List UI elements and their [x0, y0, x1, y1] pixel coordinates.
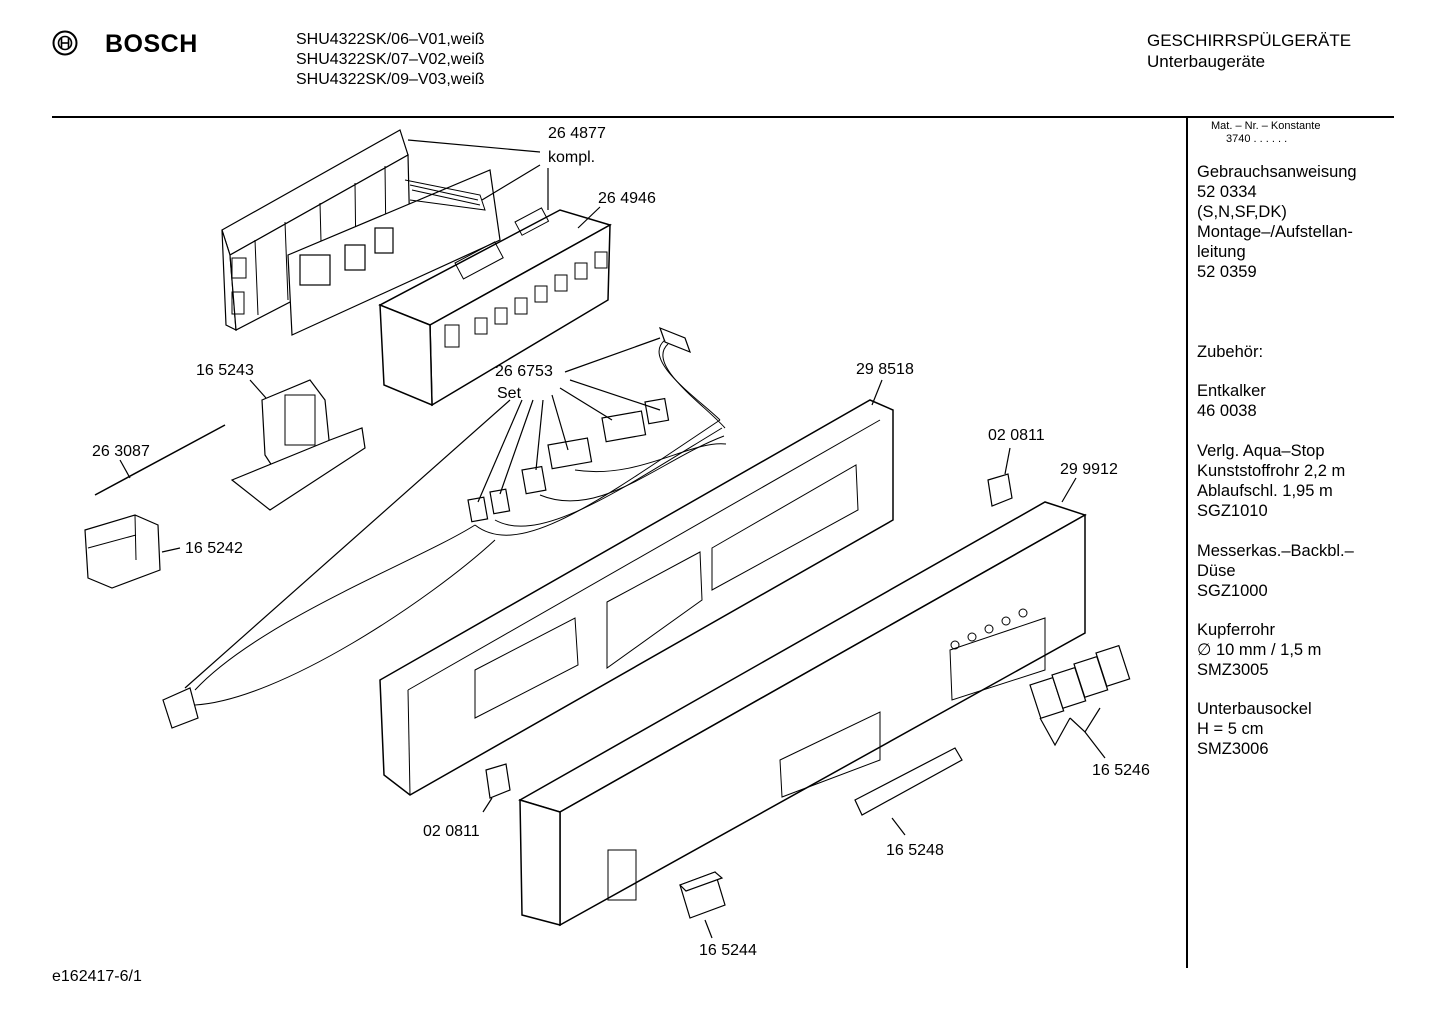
part-label-264877: 26 4877: [548, 125, 606, 142]
circuit-board: [287, 169, 501, 336]
category-title: GESCHIRRSPÜLGERÄTE: [1147, 31, 1352, 50]
relay-part: [84, 514, 161, 589]
constant-value: 3740 . . . . . .: [1226, 133, 1288, 145]
control-unit: [378, 207, 612, 407]
sidebar-block-accessories: Zubehör:: [1197, 342, 1392, 362]
part-label-266753-sub: Set: [497, 385, 522, 402]
part-label-263087: 26 3087: [92, 443, 150, 460]
inner-panel: [379, 399, 894, 796]
rod-part: [94, 424, 226, 496]
model-list: SHU4322SK/06–V01,weiß SHU4322SK/07–V02,w…: [296, 30, 485, 90]
knob-part: [678, 871, 726, 919]
sidebar-line: leitung: [1197, 243, 1246, 261]
sidebar-line: (S,N,SF,DK): [1197, 203, 1287, 221]
part-label-165242: 16 5242: [185, 540, 243, 557]
sidebar-line: 52 0359: [1197, 263, 1257, 281]
sidebar-line: Ablaufschl. 1,95 m: [1197, 482, 1333, 500]
brand-name: BOSCH: [105, 30, 198, 58]
sidebar-line: Kupferrohr: [1197, 621, 1275, 639]
sidebar-line: 46 0038: [1197, 402, 1257, 420]
part-label-264877-sub: kompl.: [548, 149, 595, 166]
sidebar-line: Gebrauchsanweisung: [1197, 163, 1357, 181]
sidebar-line: SMZ3006: [1197, 740, 1269, 758]
model-line: SHU4322SK/09–V03,weiß: [296, 71, 485, 88]
front-panel: [518, 501, 1087, 927]
sidebar-block-descaler: Entkalker 46 0038: [1197, 381, 1392, 421]
sidebar-line: SGZ1000: [1197, 582, 1268, 600]
sidebar-constant: Mat. – Nr. – Konstante 3740 . . . . . .: [1197, 120, 1392, 146]
part-label-165243: 16 5243: [196, 362, 254, 379]
part-label-020811-bottom: 02 0811: [423, 823, 480, 840]
sidebar-line: H = 5 cm: [1197, 720, 1264, 738]
clip-top: [987, 473, 1013, 507]
category-heading: GESCHIRRSPÜLGERÄTE Unterbaugeräte: [1147, 30, 1351, 72]
leader-lines: [119, 139, 1106, 939]
sidebar-line: ∅ 10 mm / 1,5 m: [1197, 641, 1322, 659]
sidebar-block-cutlery: Messerkas.–Backbl.– Düse SGZ1000: [1197, 541, 1392, 601]
clip-bottom: [485, 763, 511, 799]
cover-strip: [854, 747, 963, 816]
sidebar-line: Entkalker: [1197, 382, 1266, 400]
sidebar-line: Kunststoffrohr 2,2 m: [1197, 462, 1346, 480]
part-label-264946: 26 4946: [598, 190, 656, 207]
model-line: SHU4322SK/06–V01,weiß: [296, 31, 485, 48]
exploded-parts-diagram: 26 4877 kompl. 26 4946 26 6753 Set 16 52…: [84, 125, 1150, 959]
sidebar-line: Messerkas.–Backbl.–: [1197, 542, 1354, 560]
wire-harness: [162, 326, 727, 729]
document-id: e162417-6/1: [52, 968, 142, 985]
relay-housing: [230, 379, 366, 511]
constant-label: Mat. – Nr. – Konstante: [1211, 120, 1321, 132]
sidebar-line: 52 0334: [1197, 183, 1257, 201]
part-label-299912: 29 9912: [1060, 461, 1118, 478]
sidebar-line: Montage–/Aufstellan-: [1197, 223, 1353, 241]
sidebar-line: SGZ1010: [1197, 502, 1268, 520]
sidebar-block-aquastop: Verlg. Aqua–Stop Kunststoffrohr 2,2 m Ab…: [1197, 441, 1392, 521]
sidebar-block-manual: Gebrauchsanweisung 52 0334 (S,N,SF,DK) M…: [1197, 162, 1392, 282]
model-line: SHU4322SK/07–V02,weiß: [296, 51, 485, 68]
part-label-020811-top: 02 0811: [988, 427, 1045, 444]
part-label-165246: 16 5246: [1092, 762, 1150, 779]
category-subtitle: Unterbaugeräte: [1147, 52, 1266, 71]
sidebar-line: SMZ3005: [1197, 661, 1269, 679]
sidebar-line: Düse: [1197, 562, 1236, 580]
header-divider: [52, 116, 1394, 118]
part-label-165244: 16 5244: [699, 942, 757, 959]
sidebar-line: Verlg. Aqua–Stop: [1197, 442, 1325, 460]
sidebar-line: Unterbausockel: [1197, 700, 1312, 718]
sidebar-block-plinth: Unterbausockel H = 5 cm SMZ3006: [1197, 699, 1392, 759]
bosch-logo-icon: [52, 30, 78, 56]
part-label-298518: 29 8518: [856, 361, 914, 378]
sidebar-block-copper: Kupferrohr ∅ 10 mm / 1,5 m SMZ3005: [1197, 620, 1392, 680]
part-label-266753: 26 6753: [495, 363, 553, 380]
sidebar-divider: [1186, 116, 1188, 968]
button-set: [1029, 644, 1131, 720]
part-label-165248: 16 5248: [886, 842, 944, 859]
sidebar-line: Zubehör:: [1197, 343, 1264, 361]
